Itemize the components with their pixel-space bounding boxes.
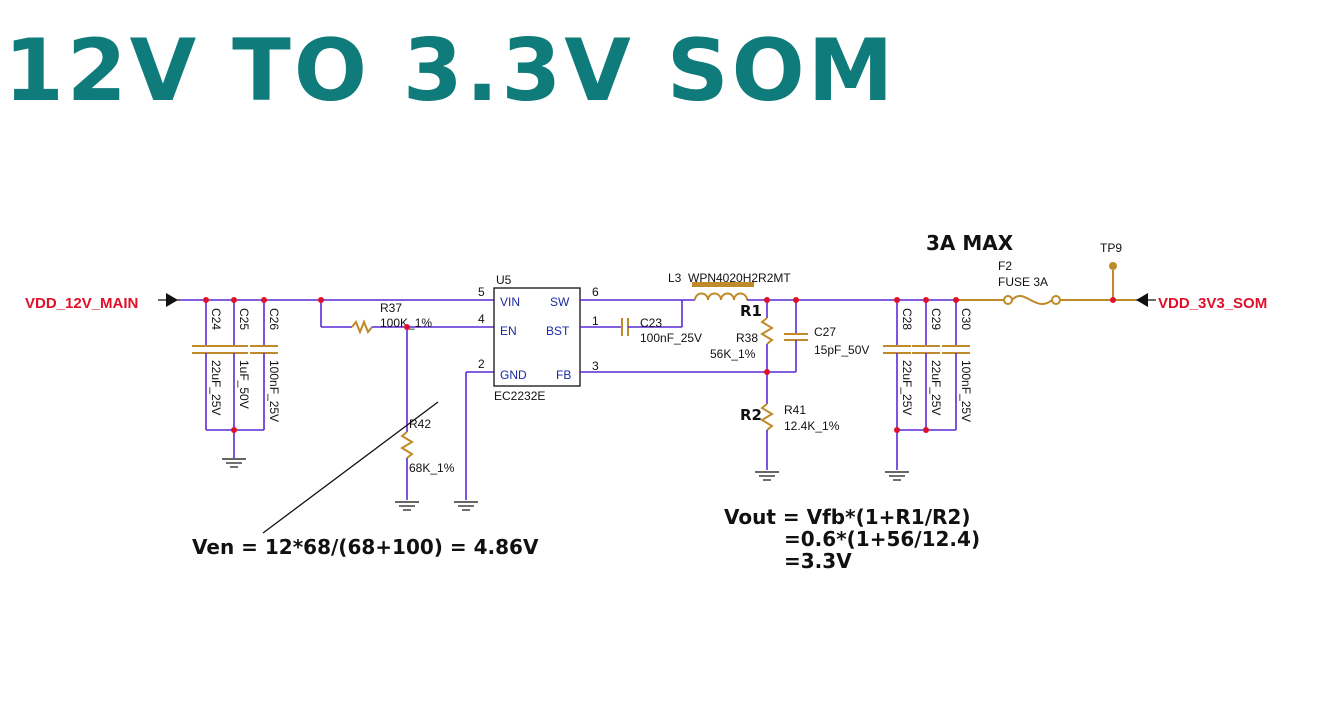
capacitor-c27-symbol <box>784 333 808 341</box>
c23-value: 100nF_25V <box>640 331 702 345</box>
resistor-r42-symbol <box>400 431 414 459</box>
r37-value: 100K_1% <box>380 316 432 330</box>
c30-ref: C30 <box>959 308 973 330</box>
f2-value: FUSE 3A <box>998 275 1048 289</box>
page-title: 12V TO 3.3V SOM <box>4 21 897 121</box>
equation-ven: Ven = 12*68/(68+100) = 4.86V <box>192 535 539 559</box>
l3-value: WPN4020H2R2MT <box>688 271 791 285</box>
c28-value: 22uF_25V <box>900 360 914 415</box>
c29-ref: C29 <box>929 308 943 330</box>
equation-vout-line1: Vout = Vfb*(1+R1/R2) <box>724 505 970 529</box>
pin-3-number: 3 <box>592 359 599 373</box>
c26-ref: C26 <box>267 308 281 330</box>
c27-ref: C27 <box>814 325 836 339</box>
tp9-ref: TP9 <box>1100 241 1122 255</box>
pin-bst-label: BST <box>546 324 570 338</box>
ground-symbol <box>222 458 246 468</box>
f2-ref: F2 <box>998 259 1012 273</box>
capacitor-c25-symbol <box>220 345 248 354</box>
pin-2-number: 2 <box>478 357 485 371</box>
r38-value: 56K_1% <box>710 347 756 361</box>
fuse-f2-symbol <box>1011 294 1053 306</box>
resistor-r38-symbol <box>760 317 774 345</box>
capacitor-c28-symbol <box>883 345 911 354</box>
pin-vin-label: VIN <box>500 295 520 309</box>
inductor-l3-symbol <box>694 292 748 301</box>
inductor-l3-body <box>692 282 754 287</box>
pin-sw-label: SW <box>550 295 570 309</box>
equation-vout-line3: =3.3V <box>784 549 852 573</box>
c24-value: 22uF_25V <box>209 360 223 415</box>
net-label-input: VDD_12V_MAIN <box>25 295 138 312</box>
r42-ref: R42 <box>409 417 431 431</box>
c25-value: 1uF_50V <box>237 360 251 409</box>
u5-part: EC2232E <box>494 389 545 403</box>
c28-ref: C28 <box>900 308 914 330</box>
resistor-r37-symbol <box>351 319 373 335</box>
r42-value: 68K_1% <box>409 461 455 475</box>
capacitor-c29-symbol <box>912 345 940 354</box>
pin-6-number: 6 <box>592 285 599 299</box>
u5-ref: U5 <box>496 273 512 287</box>
c26-value: 100nF_25V <box>267 360 281 422</box>
junctions <box>203 297 1116 433</box>
r37-ref: R37 <box>380 301 402 315</box>
net-label-output: VDD_3V3_SOM <box>1158 295 1267 312</box>
capacitor-c30-symbol <box>942 345 970 354</box>
pin-5-number: 5 <box>478 285 485 299</box>
capacitor-c24-symbol <box>192 345 220 354</box>
l3-ref: L3 <box>668 271 682 285</box>
pin-1-number: 1 <box>592 314 599 328</box>
capacitor-c26-symbol <box>250 345 278 354</box>
c23-ref: C23 <box>640 316 662 330</box>
r38-alias: R1 <box>740 302 762 320</box>
c30-value: 100nF_25V <box>959 360 973 422</box>
r41-alias: R2 <box>740 406 762 424</box>
c27-value: 15pF_50V <box>814 343 869 357</box>
c25-ref: C25 <box>237 308 251 330</box>
r38-ref: R38 <box>736 331 758 345</box>
capacitor-c23-symbol <box>621 318 629 336</box>
pin-en-label: EN <box>500 324 517 338</box>
c24-ref: C24 <box>209 308 223 330</box>
pin-4-number: 4 <box>478 312 485 326</box>
equation-vout-line2: =0.6*(1+56/12.4) <box>784 527 980 551</box>
c29-value: 22uF_25V <box>929 360 943 415</box>
pin-fb-label: FB <box>556 368 571 382</box>
pin-gnd-label: GND <box>500 368 527 382</box>
r41-ref: R41 <box>784 403 806 417</box>
resistor-r41-symbol <box>760 403 774 431</box>
fuse-note: 3A MAX <box>926 231 1014 255</box>
test-point-tp9 <box>1109 262 1117 270</box>
annotation-pointer-line <box>262 401 439 534</box>
r41-value: 12.4K_1% <box>784 419 840 433</box>
ic-u5-body <box>493 287 581 387</box>
